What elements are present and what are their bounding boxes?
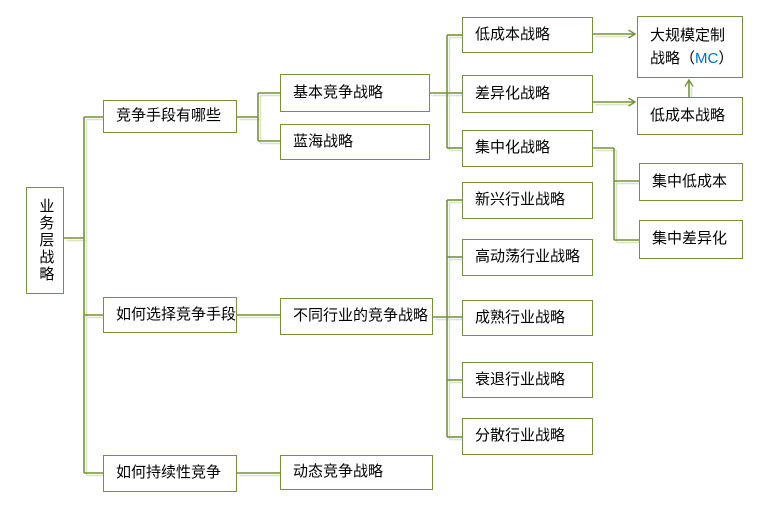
mc-line1: 大规模定制 bbox=[650, 27, 726, 44]
node-choose-means-question[interactable]: 如何选择竞争手段 bbox=[103, 297, 237, 333]
node-basic-competitive-strategy[interactable]: 基本竞争战略 bbox=[280, 74, 430, 112]
node-competition-means-question[interactable]: 竞争手段有哪些 bbox=[103, 100, 237, 133]
node-low-cost-strategy[interactable]: 低成本战略 bbox=[462, 17, 593, 53]
node-dynamic-competition-strategy[interactable]: 动态竞争战略 bbox=[280, 455, 433, 490]
node-fragmented-industry-strategy[interactable]: 分散行业战略 bbox=[462, 418, 593, 455]
mc-line2-suffix: ） bbox=[718, 50, 734, 68]
node-mass-customization-strategy[interactable]: 大规模定制 战略（MC） bbox=[637, 16, 743, 78]
connector-main-lines bbox=[64, 34, 639, 474]
node-focused-low-cost[interactable]: 集中低成本 bbox=[639, 163, 743, 201]
mc-abbreviation: MC bbox=[695, 50, 719, 68]
node-turbulent-industry-strategy[interactable]: 高动荡行业战略 bbox=[462, 239, 593, 276]
node-emerging-industry-strategy[interactable]: 新兴行业战略 bbox=[462, 182, 593, 219]
node-differentiation-strategy[interactable]: 差异化战略 bbox=[462, 75, 593, 113]
node-declining-industry-strategy[interactable]: 衰退行业战略 bbox=[462, 362, 593, 398]
node-focused-differentiation[interactable]: 集中差异化 bbox=[639, 220, 743, 259]
node-blue-ocean-strategy[interactable]: 蓝海战略 bbox=[280, 124, 430, 160]
connector-highlights bbox=[66, 35, 693, 477]
node-sustain-competition-question[interactable]: 如何持续性竞争 bbox=[103, 455, 237, 492]
node-low-cost-strategy-right[interactable]: 低成本战略 bbox=[637, 97, 743, 135]
mc-line2-prefix: 战略（ bbox=[650, 50, 696, 68]
node-business-level-strategy[interactable]: 业务层战略 bbox=[26, 187, 64, 294]
node-industry-competitive-strategies[interactable]: 不同行业的竞争战略 bbox=[280, 298, 433, 335]
connector-arrows bbox=[593, 34, 689, 102]
node-mature-industry-strategy[interactable]: 成熟行业战略 bbox=[462, 300, 593, 336]
node-focus-strategy[interactable]: 集中化战略 bbox=[462, 130, 593, 167]
